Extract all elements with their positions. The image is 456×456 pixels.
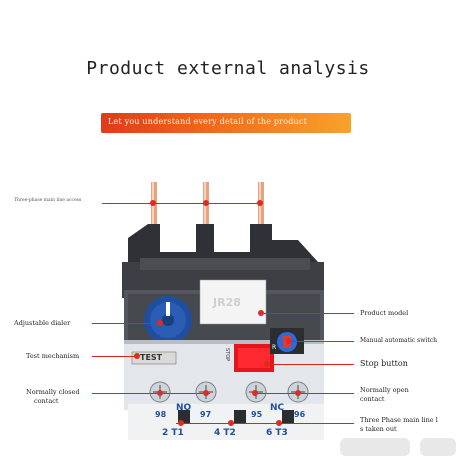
marker-dot — [178, 420, 184, 426]
label-manual-automatic-switch: Manual automatic switch — [360, 337, 437, 344]
marker-dot — [228, 420, 234, 426]
leader-line-stop — [268, 364, 354, 365]
label-product-model: Product model — [360, 309, 409, 317]
output-terminal-t3: 6 T3 — [266, 428, 288, 438]
terminal-96: 96 — [294, 410, 306, 419]
leader-line-model — [262, 313, 354, 314]
label-normally-closed-2: contact — [34, 397, 59, 405]
marker-dot — [203, 200, 209, 206]
label-normally-open-1: Normally open — [360, 386, 409, 394]
label-adjustable-dialer: Adjustable dialer — [14, 319, 71, 327]
marker-dot — [286, 338, 292, 344]
marker-dot — [252, 390, 258, 396]
page-title: Product external analysis — [86, 58, 370, 79]
nc-label: NC — [270, 403, 285, 413]
leader-line-output — [176, 423, 354, 424]
marker-dot — [257, 200, 263, 206]
marker-dot — [264, 361, 270, 367]
label-stop-button: Stop button — [360, 359, 408, 368]
leader-line-input — [102, 203, 262, 204]
leader-line-nc — [92, 393, 210, 394]
label-test-mechanism: Test mechanism — [26, 352, 80, 360]
subtitle-text: Let you understand every detail of the p… — [108, 117, 307, 126]
terminal-97: 97 — [200, 410, 212, 419]
model-text: JR28 — [213, 296, 241, 309]
label-normally-closed-1: Normally closed — [26, 388, 80, 396]
marker-dot — [134, 353, 140, 359]
marker-dot — [157, 320, 163, 326]
leader-line-test — [92, 356, 136, 357]
leader-line-dialer — [92, 323, 160, 324]
marker-dot — [157, 390, 163, 396]
terminal-95: 95 — [251, 410, 263, 419]
marker-dot — [150, 200, 156, 206]
marker-dot — [203, 390, 209, 396]
subtitle-banner — [101, 113, 351, 133]
marker-dot — [295, 390, 301, 396]
label-three-phase-input: Three-phase main line access — [14, 198, 82, 203]
label-three-phase-output-2: s taken out — [360, 425, 397, 433]
stop-label: STOP — [224, 348, 230, 362]
test-button-label: TEST — [140, 353, 163, 362]
label-normally-open-2: contact — [360, 395, 385, 403]
marker-dot — [258, 310, 264, 316]
terminal-98: 98 — [155, 410, 167, 419]
no-label: NO — [176, 403, 192, 413]
label-three-phase-output-1: Three Phase main line l — [360, 416, 438, 424]
leader-line-switch — [290, 341, 354, 342]
leader-line-no — [254, 393, 354, 394]
marker-dot — [276, 420, 282, 426]
reset-label: R — [272, 344, 277, 351]
output-terminal-t2: 4 T2 — [214, 428, 236, 438]
output-terminal-t1: 2 T1 — [162, 428, 184, 438]
input-pins — [151, 182, 264, 230]
